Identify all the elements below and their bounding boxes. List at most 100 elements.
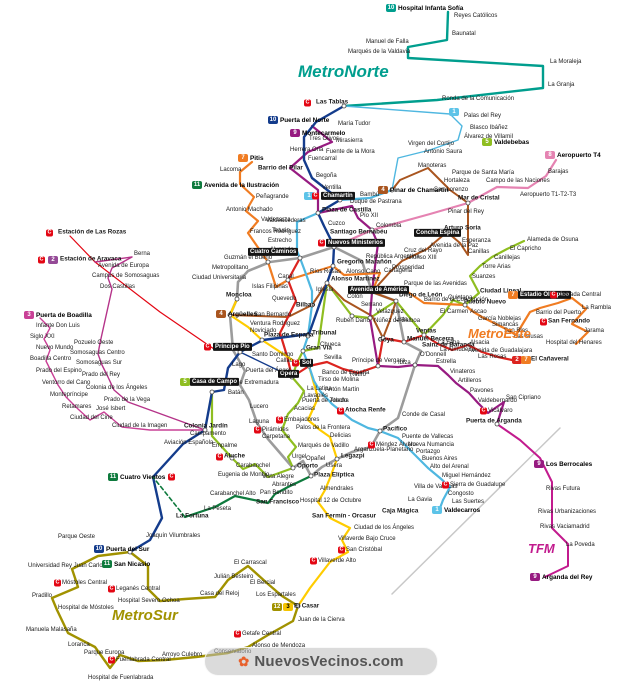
station-label: Somosaguas Sur xyxy=(76,359,123,366)
station-node xyxy=(290,465,296,471)
station-label: Campamento xyxy=(190,430,227,437)
station-label: Cartagena xyxy=(384,267,413,274)
station-label: Urgel xyxy=(292,453,307,460)
station-label: Congosto xyxy=(448,490,474,497)
cercanias-icon: C xyxy=(310,557,317,565)
station-label: Villaverde Alto xyxy=(318,557,356,564)
station-label: Tres Olivos xyxy=(309,135,340,142)
line-badge: 12 xyxy=(272,603,282,611)
station-label: El Carmen xyxy=(440,308,469,315)
cercanias-icon: C xyxy=(108,585,115,593)
station-label: Marqués de Vadillo xyxy=(298,442,349,449)
station-label: Miguel Hernández xyxy=(442,472,491,479)
station-label: Estrecho xyxy=(268,237,292,244)
station-label: El Capricho xyxy=(510,245,542,252)
line-number-icon: 11 xyxy=(192,181,202,189)
station-label: Metropolitano xyxy=(212,264,249,271)
station-label: O'Donnell xyxy=(420,351,447,358)
station-label: Boadilla Centro xyxy=(30,355,72,362)
station-label: Coslada Central xyxy=(558,291,602,298)
line-badge: 5 xyxy=(180,378,190,386)
station-label: Ciudad del Cine xyxy=(70,414,113,421)
station-label: Rivas Urbanizaciones xyxy=(538,508,597,515)
cercanias-icon: C xyxy=(338,546,345,554)
station-label: Álvarez de Villamil xyxy=(464,133,513,140)
line-metronorte xyxy=(342,10,545,108)
line-number-icon: 7 xyxy=(508,291,518,299)
line-number-icon: 2 xyxy=(512,356,522,364)
station-label: Peñagrande xyxy=(256,193,289,200)
station-label: San Cristóbal xyxy=(346,546,383,553)
station-label: Colombia xyxy=(376,222,402,229)
station-label: El Bercial xyxy=(250,579,276,586)
station-label: Núñez de Balboa xyxy=(374,317,421,324)
station-label: Canillejas xyxy=(494,254,521,261)
station-label: Sol xyxy=(300,358,314,368)
terminus-label: Avenida de la Ilustración xyxy=(204,181,280,189)
station-node xyxy=(285,277,291,283)
station-label: Duque de Pastrana xyxy=(350,198,402,205)
station-label: Manuel de Falla xyxy=(366,38,409,45)
station-label: Prado del Espino xyxy=(36,367,82,374)
station-node xyxy=(421,332,427,338)
line-badge: 7 xyxy=(508,291,518,299)
terminus-label: Pitis xyxy=(250,154,264,162)
station-label: Laguna xyxy=(249,418,270,425)
station-label: Bilbao xyxy=(296,301,316,309)
station-label: Joaquín Vilumbrales xyxy=(146,532,201,539)
station-label: Juan de la Cierva xyxy=(298,616,345,623)
station-label: Pozuelo Oeste xyxy=(74,339,114,346)
station-label: Ciudad de la Imagen xyxy=(112,422,168,429)
line-number-icon: 1 xyxy=(449,108,459,116)
station-label: Campus de Somosaguas xyxy=(92,272,160,279)
station-label: Móstoles Central xyxy=(62,579,108,586)
station-label: Estación de Aravaca xyxy=(60,255,122,263)
terminus-label: Valdebebas xyxy=(494,138,530,146)
station-label: Santiago Bernabéu xyxy=(330,228,388,236)
station-node xyxy=(367,315,373,321)
region-label: MetroEste xyxy=(468,326,531,341)
station-label: Buenos Aires xyxy=(422,455,458,462)
station-label: Las Rosas xyxy=(478,353,507,360)
station-label: Quintana xyxy=(448,294,473,301)
station-label: Delicias xyxy=(330,432,352,439)
station-label: Marqués de la Valdavia xyxy=(348,48,411,55)
station-label: Las Tablas xyxy=(316,98,349,106)
station-label: Begoña xyxy=(316,172,337,179)
station-label: Manoteras xyxy=(418,162,447,169)
cercanias-icon: C xyxy=(108,656,115,664)
station-node xyxy=(265,259,271,265)
station-label: Antón Martín xyxy=(325,386,360,393)
station-label: Hospital de Móstoles xyxy=(58,604,114,611)
station-label: Alto del Arenal xyxy=(430,463,469,470)
station-label: Eugenia de Montijo xyxy=(218,471,270,478)
line-ml2 xyxy=(94,256,206,431)
station-label: Infante Don Luis xyxy=(36,322,80,329)
station-label: Barrio de la Concepción xyxy=(424,296,489,303)
station-label: Méndez Álvaro xyxy=(376,441,417,448)
station-label: Colonia Jardín xyxy=(184,422,228,430)
station-label: Alonso Cano xyxy=(346,268,381,275)
station-label: Puerta de Toledo xyxy=(302,397,348,404)
station-label: Concha Espina xyxy=(414,228,462,238)
station-label: Banco de España xyxy=(322,369,370,376)
station-label: Pavones xyxy=(470,387,494,394)
station-label: Alonso Martínez xyxy=(331,275,380,283)
station-label: Lacoma xyxy=(220,166,242,173)
station-label: Ventas xyxy=(416,327,437,335)
line-number-icon: 1 xyxy=(304,192,314,200)
station-label: Príncipe de Vergara xyxy=(352,357,406,364)
station-label: Retiro xyxy=(350,371,367,378)
station-node xyxy=(309,302,315,308)
cercanias-icon: C xyxy=(550,291,557,299)
station-label: Suanzes xyxy=(472,273,496,280)
station-label: El Carrascal xyxy=(234,559,267,566)
cercanias-icon: C xyxy=(304,99,311,107)
station-label: Islas Filipinas xyxy=(252,283,289,290)
station-label: Torre Arias xyxy=(482,263,511,270)
station-label: Guzmán el Bueno xyxy=(224,254,273,261)
line-number-icon: 2 xyxy=(48,256,58,264)
